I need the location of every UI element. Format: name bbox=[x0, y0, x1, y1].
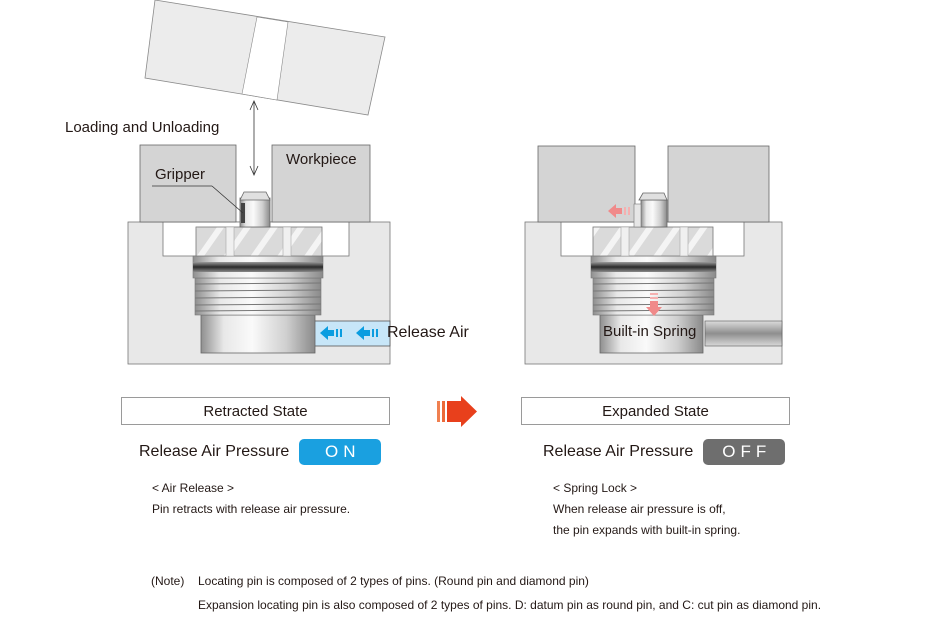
description-line: the pin expands with built-in spring. bbox=[553, 523, 741, 537]
expansion-arrow-icon bbox=[608, 204, 630, 218]
release-air-arrow-icon bbox=[356, 326, 378, 340]
pressure-label: Release Air Pressure bbox=[543, 443, 694, 460]
release-air-arrow-icon bbox=[320, 326, 342, 340]
gripper-label: Gripper bbox=[155, 166, 206, 183]
retracted-state-title: Retracted State bbox=[121, 397, 390, 425]
built-in-spring-label: Built-in Spring bbox=[603, 323, 697, 340]
right-assembly bbox=[524, 145, 783, 365]
description-line: Pin retracts with release air pressure. bbox=[152, 502, 351, 516]
pressure-on-badge: ON bbox=[299, 439, 382, 465]
release-air-label: Release Air bbox=[387, 324, 469, 341]
expanded-state-title: Expanded State bbox=[521, 397, 790, 425]
pressure-label: Release Air Pressure bbox=[139, 443, 290, 460]
right-arrow-icon bbox=[437, 396, 477, 427]
right-pressure-row: Release Air Pressure OFF bbox=[543, 439, 786, 465]
left-description: < Air Release > Pin retracts with releas… bbox=[152, 478, 350, 520]
note-line: Expansion locating pin is also composed … bbox=[198, 598, 822, 612]
workpiece-label: Workpiece bbox=[286, 151, 357, 168]
mode-label: < Spring Lock > bbox=[553, 481, 638, 495]
note-text: Locating pin is composed of 2 types of p… bbox=[198, 569, 821, 617]
description-line: When release air pressure is off, bbox=[553, 502, 726, 516]
loading-unloading-label: Loading and Unloading bbox=[65, 119, 220, 136]
mode-label: < Air Release > bbox=[152, 481, 235, 495]
right-description: < Spring Lock > When release air pressur… bbox=[553, 478, 740, 541]
spring-arrow-icon bbox=[646, 293, 662, 316]
left-assembly bbox=[127, 100, 391, 365]
left-pressure-row: Release Air Pressure ON bbox=[139, 439, 382, 465]
note-line: Locating pin is composed of 2 types of p… bbox=[198, 574, 589, 588]
pressure-off-badge: OFF bbox=[703, 439, 786, 465]
note-tag: (Note) bbox=[151, 574, 185, 588]
floating-workpiece bbox=[144, 0, 386, 116]
